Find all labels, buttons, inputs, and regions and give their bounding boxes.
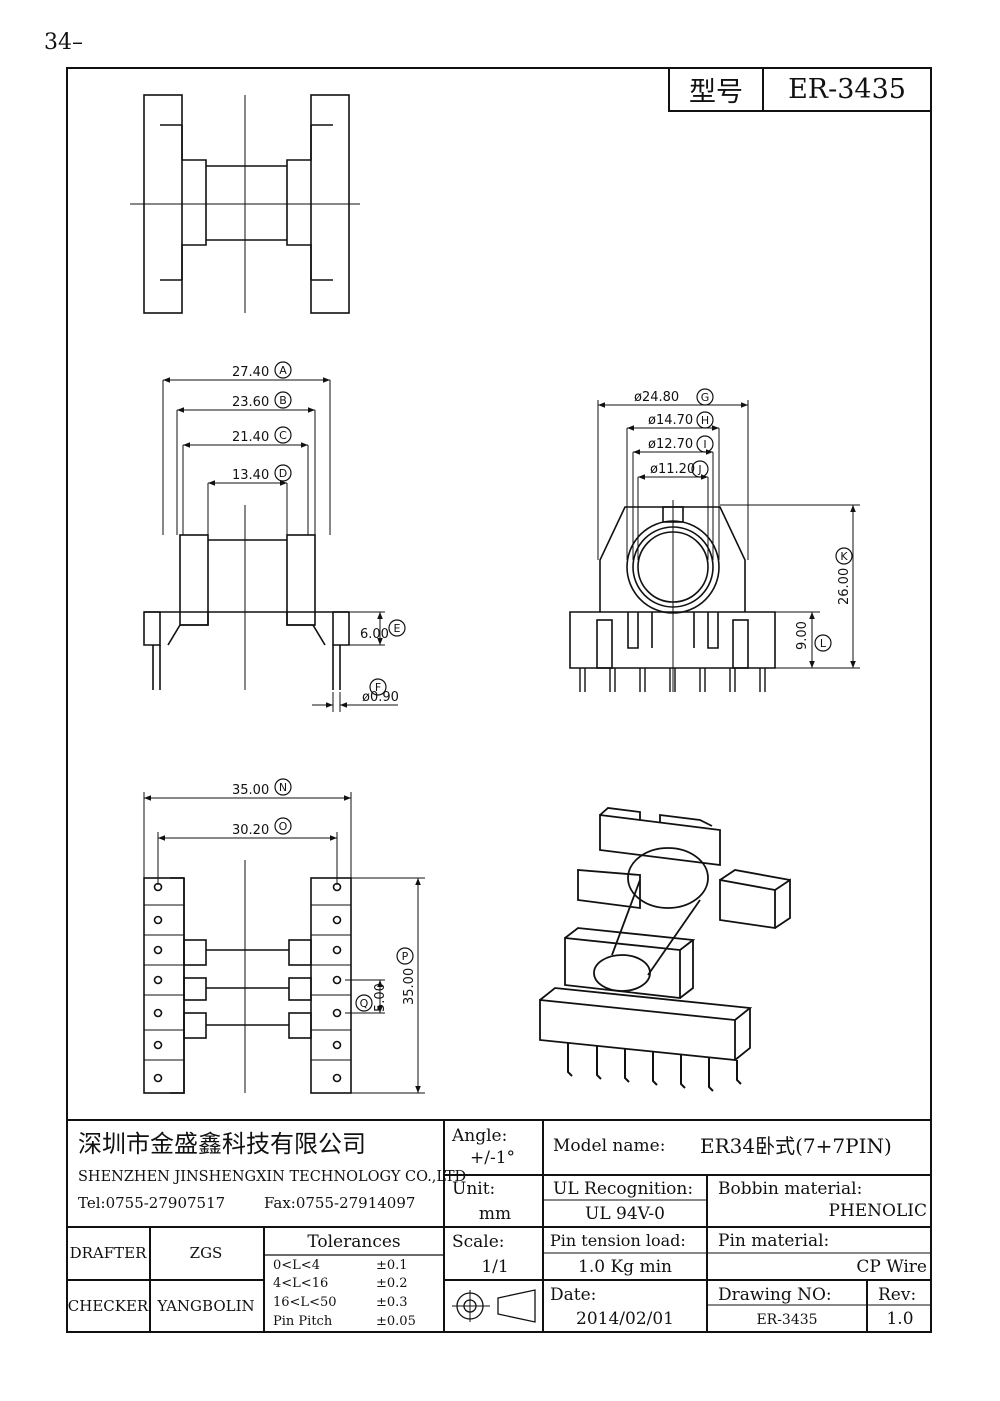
- drawing-no-label: Drawing NO:: [718, 1285, 832, 1305]
- dim-l-value: 9.00: [795, 621, 810, 650]
- dim-a-letter: A: [279, 364, 287, 377]
- pin-material-value: CP Wire: [856, 1257, 927, 1277]
- dim-i-letter: I: [703, 438, 706, 451]
- checker-value: YANGBOLIN: [157, 1297, 255, 1315]
- dim-f-letter: F: [375, 681, 381, 694]
- tolerance-value-4: ±0.05: [376, 1314, 416, 1329]
- drafter-value: ZGS: [189, 1244, 223, 1262]
- dim-k-value: 26.00: [837, 568, 852, 605]
- dim-q-value: 5.00: [373, 983, 388, 1012]
- bottom-view: [143, 792, 425, 1094]
- company-fax: Fax:0755-27914097: [264, 1194, 416, 1212]
- dim-j-value: ø11.20: [650, 462, 695, 477]
- dim-e-value: 6.00: [360, 627, 389, 642]
- page-number: 34–: [44, 30, 83, 55]
- tolerance-value-3: ±0.3: [376, 1295, 408, 1310]
- date-value: 2014/02/01: [576, 1309, 674, 1329]
- dim-k-letter: K: [840, 550, 848, 563]
- tolerance-value-2: ±0.2: [376, 1276, 408, 1291]
- rev-value: 1.0: [886, 1309, 914, 1329]
- checker-label: CHECKER: [67, 1297, 149, 1315]
- dim-n-value: 35.00: [232, 783, 269, 798]
- dim-i-value: ø12.70: [648, 437, 693, 452]
- dim-o-letter: O: [279, 820, 288, 833]
- drawing-no-value: ER-3435: [756, 1312, 818, 1328]
- tolerances-title: Tolerances: [307, 1232, 401, 1252]
- scale-value: 1/1: [481, 1257, 509, 1277]
- model-value: ER-3435: [788, 74, 906, 105]
- tolerance-range-2: 4<L<16: [273, 1276, 329, 1291]
- tolerance-range-3: 16<L<50: [273, 1295, 337, 1310]
- dim-g-value: ø24.80: [634, 390, 679, 405]
- model-name-label: Model name:: [553, 1136, 666, 1156]
- dim-c-letter: C: [279, 429, 287, 442]
- isometric-view: [539, 807, 791, 1092]
- pin-tension-value: 1.0 Kg min: [578, 1257, 672, 1277]
- dim-o-value: 30.20: [232, 823, 269, 838]
- top-view: [130, 94, 360, 314]
- ul-recognition-label: UL Recognition:: [553, 1179, 694, 1199]
- company-tel: Tel:0755-27907517: [78, 1194, 226, 1212]
- model-name-value: ER34卧式(7+7PIN): [700, 1134, 892, 1158]
- angle-value: +/-1°: [470, 1148, 516, 1168]
- bobbin-material-label: Bobbin material:: [718, 1179, 863, 1199]
- rev-label: Rev:: [878, 1285, 917, 1305]
- dimension-balloons: [274, 361, 853, 1012]
- dim-j-letter: J: [697, 463, 701, 476]
- dim-p-letter: P: [402, 950, 409, 963]
- dim-n-letter: N: [279, 781, 287, 794]
- unit-value: mm: [478, 1204, 512, 1224]
- projection-symbol: [452, 1289, 536, 1323]
- side-view: [569, 400, 860, 692]
- pin-tension-label: Pin tension load:: [550, 1231, 686, 1250]
- pin-material-label: Pin material:: [718, 1231, 830, 1251]
- dim-c-value: 21.40: [232, 430, 269, 445]
- dim-q-letter: Q: [360, 997, 369, 1010]
- scale-label: Scale:: [452, 1232, 505, 1252]
- dim-d-value: 13.40: [232, 468, 269, 483]
- dim-h-letter: H: [701, 414, 709, 427]
- ul-recognition-value: UL 94V-0: [585, 1204, 665, 1224]
- date-label: Date:: [550, 1285, 597, 1305]
- dim-b-letter: B: [279, 394, 287, 407]
- model-title-box: 型号 ER-3435: [668, 67, 932, 112]
- dim-e-letter: E: [394, 622, 401, 635]
- unit-label: Unit:: [452, 1179, 496, 1199]
- drafter-label: DRAFTER: [69, 1244, 147, 1262]
- drawing-frame: [66, 67, 932, 1333]
- dim-d-letter: D: [279, 467, 287, 480]
- dim-p-value: 35.00: [402, 968, 417, 1005]
- tolerance-value-1: ±0.1: [376, 1258, 408, 1273]
- title-block-grid: [66, 1119, 932, 1333]
- bobbin-material-value: PHENOLIC: [828, 1201, 928, 1221]
- dim-g-letter: G: [701, 391, 710, 404]
- angle-label: Angle:: [452, 1126, 508, 1146]
- company-name-cn: 深圳市金盛鑫科技有限公司: [78, 1130, 366, 1158]
- dim-l-letter: L: [820, 637, 827, 650]
- dim-f-value: ø0.90: [362, 690, 399, 705]
- company-name-en: SHENZHEN JINSHENGXIN TECHNOLOGY CO.,LTD: [78, 1169, 467, 1185]
- tolerance-range-4: Pin Pitch: [273, 1314, 333, 1329]
- tolerance-range-1: 0<L<4: [273, 1258, 320, 1273]
- dim-a-value: 27.40: [232, 365, 269, 380]
- dim-h-value: ø14.70: [648, 413, 693, 428]
- model-label: 型号: [670, 69, 764, 110]
- dim-b-value: 23.60: [232, 395, 269, 410]
- front-view: [143, 377, 398, 712]
